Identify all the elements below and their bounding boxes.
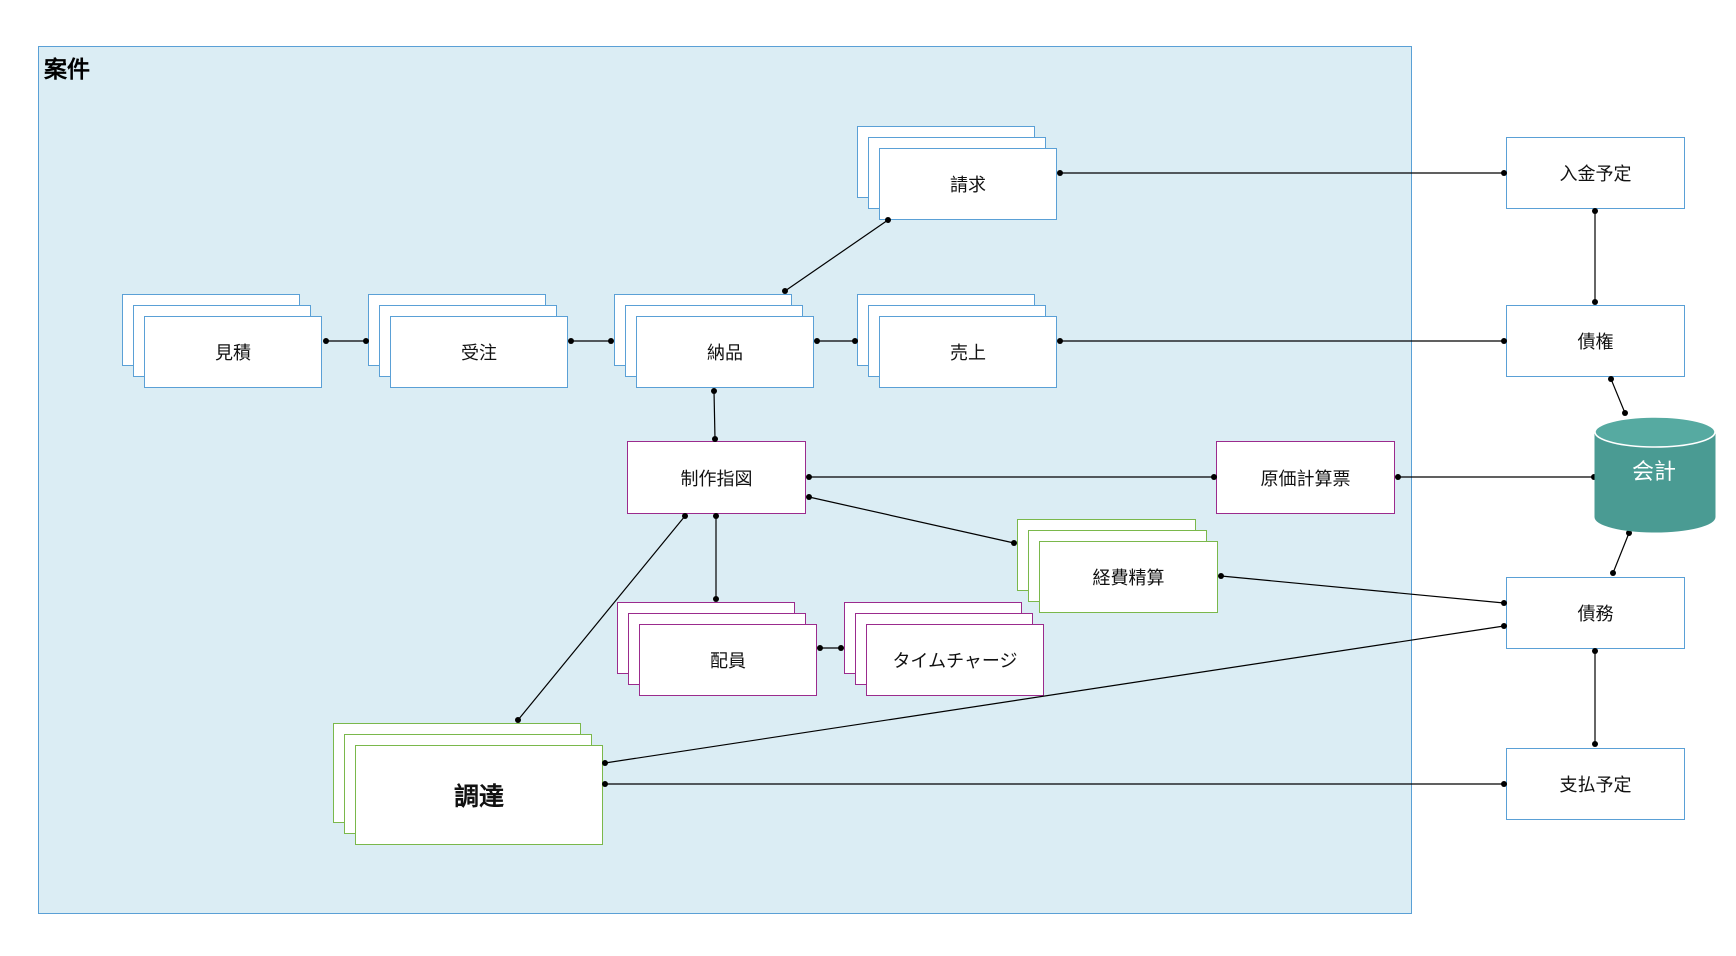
time-charge-label: タイムチャージ bbox=[892, 651, 1018, 672]
endpoint-dot bbox=[602, 781, 608, 787]
delivery-label: 納品 bbox=[707, 343, 743, 364]
endpoint-dot bbox=[1608, 376, 1614, 382]
endpoint-dot bbox=[363, 338, 369, 344]
accounting-database-icon bbox=[1594, 416, 1716, 533]
endpoint-dot bbox=[1501, 338, 1507, 344]
expenses-label: 経費精算 bbox=[1092, 568, 1165, 589]
edge-production-procurement bbox=[517, 515, 686, 721]
production-order-node[interactable]: 制作指図 bbox=[627, 441, 806, 514]
endpoint-dot bbox=[515, 717, 521, 723]
staffing-node[interactable]: 配員 bbox=[639, 624, 817, 696]
endpoint-dot bbox=[1211, 474, 1217, 480]
endpoint-dot bbox=[806, 474, 812, 480]
endpoint-dot bbox=[814, 338, 820, 344]
accounting-label: 会計 bbox=[1631, 460, 1676, 485]
cost-sheet-label: 原価計算票 bbox=[1260, 468, 1351, 490]
endpoint-dot bbox=[1057, 170, 1063, 176]
endpoint-dot bbox=[838, 645, 844, 651]
time-charge-node[interactable]: タイムチャージ bbox=[866, 624, 1044, 696]
endpoint-dot bbox=[1626, 530, 1632, 536]
project-group-title: 案件 bbox=[44, 57, 90, 83]
estimate-label: 見積 bbox=[215, 343, 251, 364]
endpoint-dot bbox=[1011, 540, 1017, 546]
edge-procurement-payable bbox=[604, 625, 1505, 764]
sales-node[interactable]: 売上 bbox=[879, 316, 1057, 388]
endpoint-dot bbox=[1501, 781, 1507, 787]
expenses-node[interactable]: 経費精算 bbox=[1039, 541, 1218, 613]
edge-delivery-production bbox=[713, 390, 716, 440]
endpoint-dot bbox=[713, 596, 719, 602]
cost-sheet-node[interactable]: 原価計算票 bbox=[1216, 441, 1395, 514]
receivable-node[interactable]: 債権 bbox=[1506, 305, 1685, 377]
edge-production-expenses bbox=[808, 496, 1015, 544]
endpoint-dot bbox=[1057, 338, 1063, 344]
payment-plan-node[interactable]: 支払予定 bbox=[1506, 748, 1685, 820]
receipt-plan-node[interactable]: 入金予定 bbox=[1506, 137, 1685, 209]
production-order-label: 制作指図 bbox=[680, 468, 753, 490]
endpoint-dot bbox=[782, 288, 788, 294]
delivery-node[interactable]: 納品 bbox=[636, 316, 814, 388]
estimate-node[interactable]: 見積 bbox=[144, 316, 322, 388]
receivable-label: 債権 bbox=[1577, 332, 1614, 353]
endpoint-dot bbox=[1592, 299, 1598, 305]
endpoint-dot bbox=[1592, 208, 1598, 214]
order-label: 受注 bbox=[461, 343, 497, 364]
payable-label: 債務 bbox=[1577, 604, 1614, 625]
endpoint-dot bbox=[817, 645, 823, 651]
endpoint-dot bbox=[602, 760, 608, 766]
endpoint-dot bbox=[1501, 623, 1507, 629]
edge-expenses-payable bbox=[1220, 575, 1505, 604]
endpoint-dot bbox=[568, 338, 574, 344]
edge-delivery-billing bbox=[784, 219, 889, 292]
sales-label: 売上 bbox=[950, 343, 986, 364]
endpoint-dot bbox=[682, 513, 688, 519]
endpoint-dot bbox=[852, 338, 858, 344]
endpoint-dot bbox=[712, 436, 718, 442]
endpoint-dot bbox=[1395, 474, 1401, 480]
endpoint-dot bbox=[323, 338, 329, 344]
endpoint-dot bbox=[1501, 600, 1507, 606]
payment-plan-label: 支払予定 bbox=[1559, 775, 1632, 796]
endpoint-dot bbox=[1610, 570, 1616, 576]
endpoint-dot bbox=[806, 494, 812, 500]
receipt-plan-label: 入金予定 bbox=[1559, 164, 1632, 185]
edge-accounting-payable bbox=[1612, 532, 1630, 574]
billing-node[interactable]: 請求 bbox=[879, 148, 1057, 220]
procurement-node[interactable]: 調達 bbox=[355, 745, 603, 845]
procurement-label: 調達 bbox=[453, 782, 504, 811]
endpoint-dot bbox=[711, 388, 717, 394]
endpoint-dot bbox=[1592, 648, 1598, 654]
edge-receivable-accounting bbox=[1610, 378, 1626, 414]
staffing-label: 配員 bbox=[710, 651, 746, 672]
order-node[interactable]: 受注 bbox=[390, 316, 568, 388]
billing-label: 請求 bbox=[950, 175, 986, 196]
endpoint-dot bbox=[1592, 741, 1598, 747]
endpoint-dot bbox=[1622, 410, 1628, 416]
endpoint-dot bbox=[608, 338, 614, 344]
endpoint-dot bbox=[885, 217, 891, 223]
endpoint-dot bbox=[713, 513, 719, 519]
endpoint-dot bbox=[1218, 573, 1224, 579]
endpoint-dot bbox=[1501, 170, 1507, 176]
